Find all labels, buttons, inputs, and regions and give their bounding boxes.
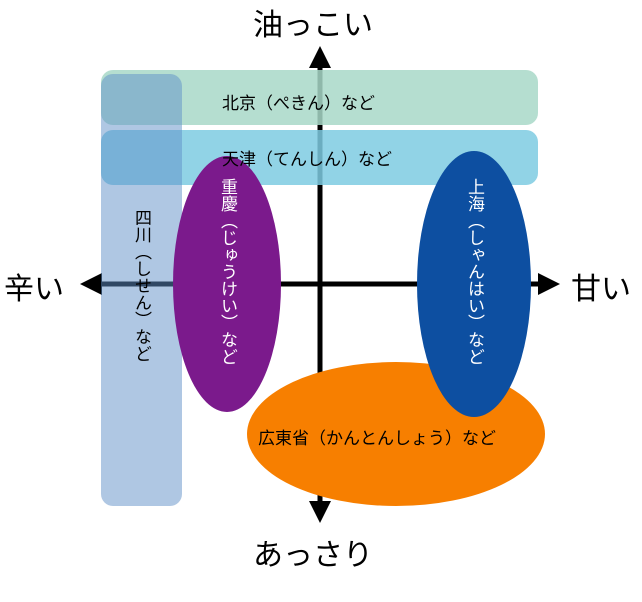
axis-label-top: 油っこい	[253, 8, 373, 43]
region-sichuan	[101, 74, 182, 506]
arrow-right	[538, 273, 560, 295]
region-chongqing	[173, 156, 281, 412]
region-label-guangdong: 広東省（かんとんしょう）など	[258, 429, 496, 449]
region-label-chongqing: 重慶（じゅうけい）など	[217, 178, 237, 365]
region-label-sichuan: 四川（しせん）など	[131, 209, 151, 362]
arrow-up	[309, 46, 331, 68]
arrow-left	[80, 273, 102, 295]
region-label-tianjin: 天津（てんしん）など	[222, 150, 392, 170]
arrow-down	[309, 501, 331, 523]
region-shanghai	[417, 151, 531, 417]
axis-label-left: 辛い	[4, 272, 64, 307]
region-label-beijing: 北京（ぺきん）など	[222, 94, 375, 114]
region-beijing	[101, 70, 538, 125]
axis-label-bottom: あっさり	[253, 538, 373, 573]
axis-label-right: 甘い	[571, 272, 631, 307]
region-label-shanghai: 上海（しゃんはい）など	[464, 178, 484, 365]
